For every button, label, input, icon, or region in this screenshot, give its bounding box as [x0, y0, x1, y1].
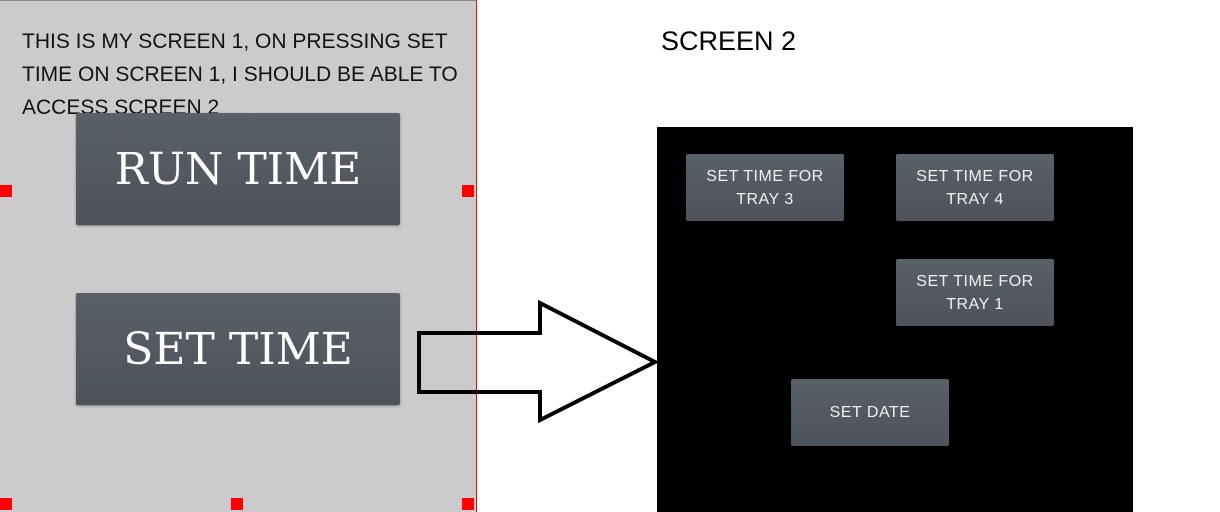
resize-handle[interactable]	[462, 498, 474, 510]
screen-2-title: SCREEN 2	[661, 26, 797, 56]
set-time-tray-1-button[interactable]: SET TIME FOR TRAY 1	[896, 259, 1054, 326]
resize-handle[interactable]	[231, 498, 243, 510]
resize-handle[interactable]	[0, 185, 12, 197]
set-time-tray-4-button[interactable]: SET TIME FOR TRAY 4	[896, 154, 1054, 221]
set-date-button[interactable]: SET DATE	[791, 379, 949, 446]
screen-1-panel: THIS IS MY SCREEN 1, ON PRESSING SET TIM…	[0, 0, 477, 512]
set-time-tray-3-button[interactable]: SET TIME FOR TRAY 3	[686, 154, 844, 221]
resize-handle[interactable]	[0, 498, 12, 510]
resize-handle[interactable]	[462, 185, 474, 197]
set-time-button[interactable]: SET TIME	[76, 293, 400, 405]
run-time-button[interactable]: RUN TIME	[76, 113, 400, 225]
screen-2-panel: SET TIME FOR TRAY 3 SET TIME FOR TRAY 4 …	[657, 127, 1133, 512]
